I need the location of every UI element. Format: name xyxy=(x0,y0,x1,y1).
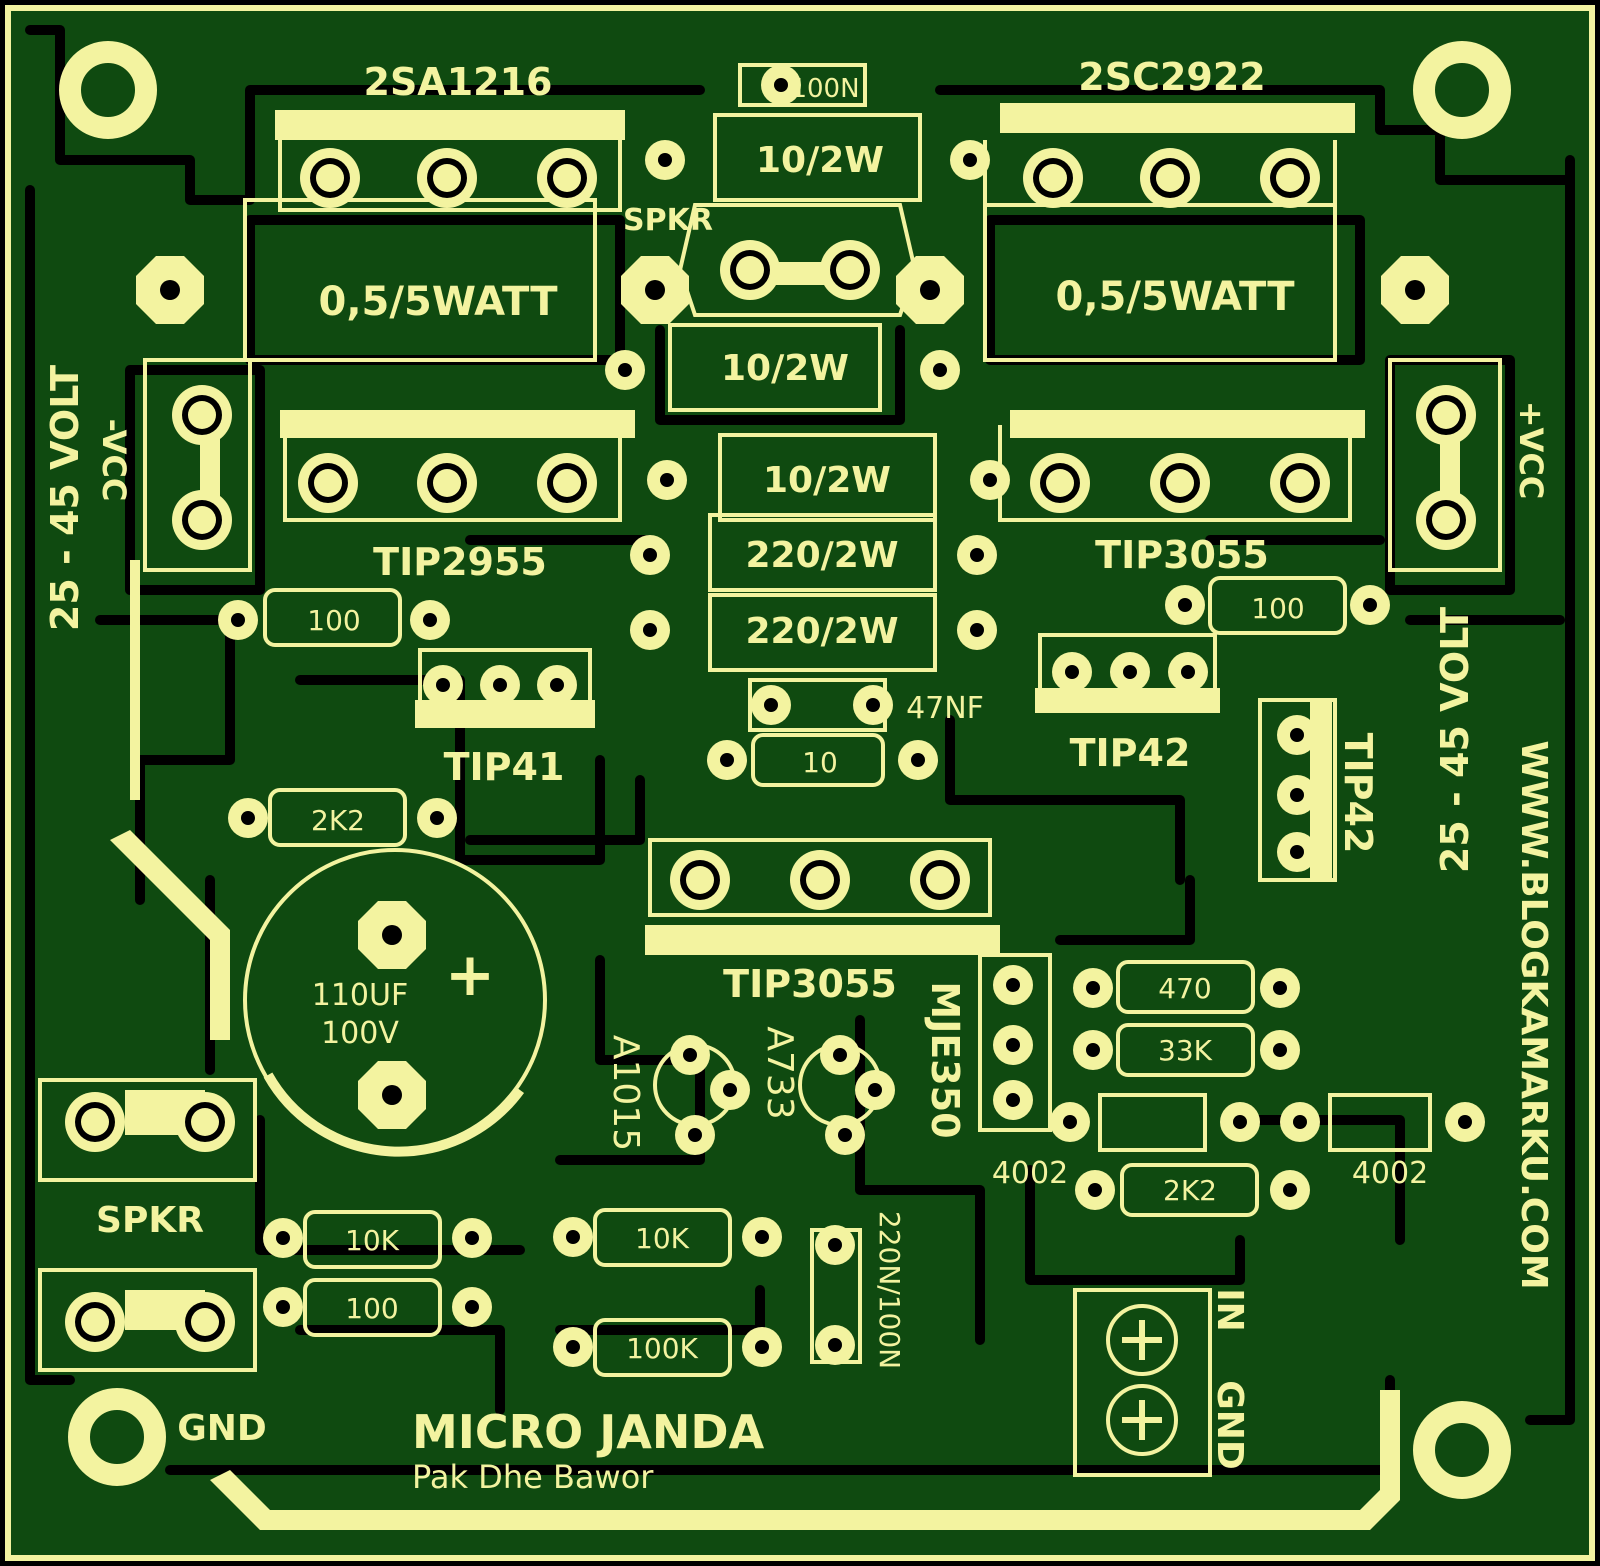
label-res-2k2-right: 2K2 xyxy=(1163,1174,1217,1207)
label-mje350: MJE350 xyxy=(923,981,967,1138)
label-2sc2922: 2SC2922 xyxy=(1078,55,1265,99)
label-47nf: 47NF xyxy=(906,691,984,726)
label-100n: 100N xyxy=(790,74,859,104)
label-tip2955: TIP2955 xyxy=(373,540,547,584)
label-res-10: 10 xyxy=(802,746,838,779)
label-res-470: 470 xyxy=(1158,972,1211,1005)
label-res-100-left: 100 xyxy=(307,604,360,637)
label-res-10k-left: 10K xyxy=(345,1224,400,1257)
label-volt-left: 25 - 45 VOLT xyxy=(43,365,87,631)
label-vcc-right: +VCC xyxy=(1512,401,1550,500)
label-res-100-bottom: 100 xyxy=(345,1292,398,1325)
label-cap-220n: 220N/100N xyxy=(873,1211,906,1369)
label-res-220b: 220/2W xyxy=(745,611,898,652)
label-res-100-right: 100 xyxy=(1251,592,1304,625)
label-res-mid2: 10/2W xyxy=(763,460,891,501)
label-res-220a: 220/2W xyxy=(745,535,898,576)
label-vcc-left: -VCC xyxy=(95,419,133,502)
label-diode-left: 4002 xyxy=(992,1156,1068,1191)
label-tip41: TIP41 xyxy=(444,745,565,789)
label-tip42: TIP42 xyxy=(1070,731,1191,775)
label-author: Pak Dhe Bawor xyxy=(412,1458,654,1496)
label-diode-right: 4002 xyxy=(1352,1156,1428,1191)
label-res-33k: 33K xyxy=(1158,1034,1213,1067)
label-cap-voltage: 100V xyxy=(321,1016,399,1051)
label-a733: A733 xyxy=(759,1026,800,1119)
label-tip3055-center: TIP3055 xyxy=(723,962,897,1006)
label-res-10k-mid: 10K xyxy=(635,1222,690,1255)
label-spkr-top: SPKR xyxy=(623,203,713,238)
label-in: IN xyxy=(1209,1288,1250,1332)
label-res-2k2-left: 2K2 xyxy=(311,804,365,837)
label-tip3055-right: TIP3055 xyxy=(1095,533,1269,577)
label-tip42-vertical: TIP42 xyxy=(1336,733,1380,854)
label-res-big-left: 0,5/5WATT xyxy=(319,279,559,325)
label-title: MICRO JANDA xyxy=(412,1405,765,1459)
label-res-100k: 100K xyxy=(626,1332,698,1365)
label-2sa1216: 2SA1216 xyxy=(364,60,553,104)
label-gnd-bottom: GND xyxy=(177,1408,267,1449)
label-res-mid: 10/2W xyxy=(721,348,849,389)
label-a1015: A1015 xyxy=(605,1035,646,1151)
label-res-top: 10/2W xyxy=(756,140,884,181)
label-volt-right: 25 - 45 VOLT xyxy=(1433,607,1477,873)
label-cap-plus: + xyxy=(445,940,495,1010)
label-website: WWW.BLOGKAMARKU.COM xyxy=(1513,740,1554,1289)
label-gnd-input: GND xyxy=(1209,1380,1250,1470)
label-spkr-bottom: SPKR xyxy=(96,1200,204,1241)
label-res-big-right: 0,5/5WATT xyxy=(1056,274,1296,320)
label-cap-value: 110UF xyxy=(312,978,408,1013)
